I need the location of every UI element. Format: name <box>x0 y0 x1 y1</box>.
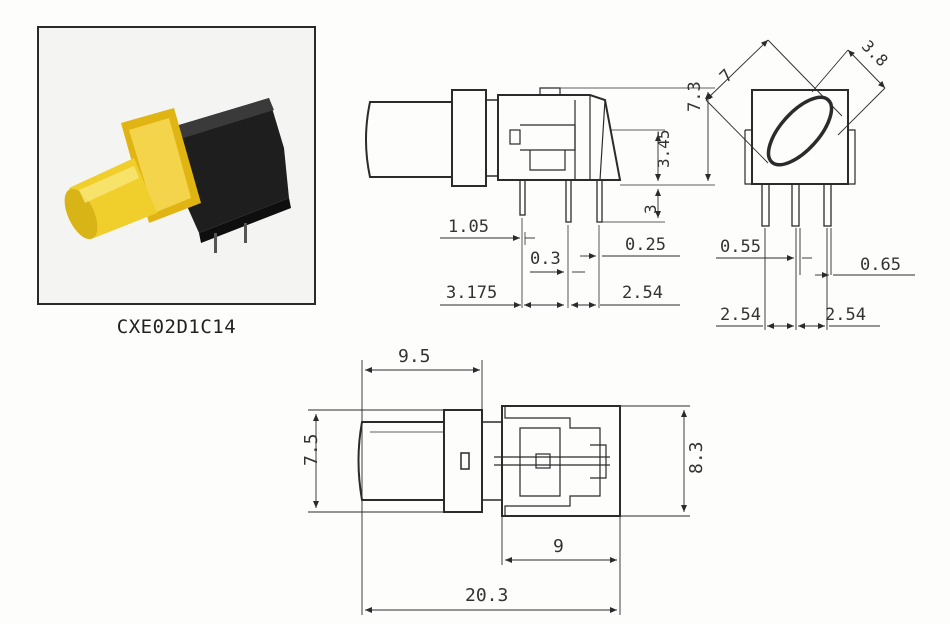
side-slider <box>529 150 566 171</box>
dim-top-lens-height: 7.5 <box>301 433 322 466</box>
side-actuator <box>520 124 576 151</box>
front-right-step <box>848 129 856 185</box>
switch-base <box>199 198 291 243</box>
side-collar <box>485 99 499 177</box>
side-view: 7.3 3.45 3 1.05 0.3 0.25 3.175 2.54 <box>365 81 715 308</box>
dim-top-lens-length: 9.5 <box>398 346 431 367</box>
dim-front-pin-width-a: 0.55 <box>720 237 761 257</box>
top-dimension-lines <box>308 360 690 615</box>
dim-side-pin-offset: 1.05 <box>448 217 489 237</box>
top-inner-frame <box>504 406 601 516</box>
side-slope <box>599 99 606 181</box>
top-end-clip <box>590 444 607 479</box>
dim-side-height-lower: 3 <box>641 204 660 214</box>
side-pin-1 <box>519 179 526 216</box>
front-pin-2 <box>791 183 800 227</box>
part-number-caption: CXE02D1C14 <box>116 316 237 338</box>
front-left-step <box>744 129 752 185</box>
top-window <box>460 452 470 470</box>
lens-housing-face <box>129 118 191 213</box>
front-pin-3 <box>823 183 832 227</box>
side-extension-lines <box>521 87 715 308</box>
side-lens-tube <box>365 101 453 178</box>
top-slider <box>519 427 561 497</box>
lens-highlight <box>79 166 139 203</box>
top-flange <box>443 409 483 513</box>
front-lens-ellipse <box>766 95 834 167</box>
dim-top-total-length: 20.3 <box>465 585 508 606</box>
dim-side-pin-to-front: 3.175 <box>446 283 497 303</box>
switch-pin <box>244 223 247 243</box>
top-collar <box>481 421 503 501</box>
switch-pin <box>214 233 217 253</box>
side-pin-3 <box>596 179 603 223</box>
top-shaft-block <box>535 453 551 469</box>
dim-side-height-total: 7.3 <box>685 81 705 112</box>
side-top-tab <box>539 87 561 95</box>
dim-top-body-length: 9 <box>553 536 564 557</box>
top-view: 9.5 7.5 8.3 9 20.3 <box>301 346 707 615</box>
front-view: 7 3.8 0.55 0.65 2.54 2.54 <box>705 36 915 330</box>
dim-side-height-upper: 3.45 <box>654 129 673 168</box>
side-inner-lines <box>574 95 591 180</box>
dim-side-pin-width-b: 0.25 <box>625 235 666 255</box>
lens-tip <box>64 188 98 240</box>
side-body <box>497 94 622 181</box>
dim-front-pitch-right: 2.54 <box>825 305 866 325</box>
front-housing <box>751 89 849 185</box>
dim-side-pin-pitch: 2.54 <box>622 283 663 303</box>
side-flange <box>451 89 487 187</box>
front-pin-1 <box>761 183 770 227</box>
front-dimension-lines <box>705 39 915 330</box>
product-photo <box>64 98 291 253</box>
side-pin-2 <box>565 179 572 223</box>
switch-body-top <box>169 98 274 140</box>
side-window <box>509 129 521 145</box>
product-photo-frame <box>37 26 316 305</box>
top-lens-tube <box>357 421 445 501</box>
dim-top-body-height: 8.3 <box>686 441 707 474</box>
dim-side-pin-width-a: 0.3 <box>530 249 561 269</box>
side-dimension-lines <box>440 92 711 308</box>
dim-front-pin-width-b: 0.65 <box>860 255 901 275</box>
dim-front-pitch-left: 2.54 <box>720 305 761 325</box>
dim-front-lens-width: 7 <box>716 66 737 87</box>
